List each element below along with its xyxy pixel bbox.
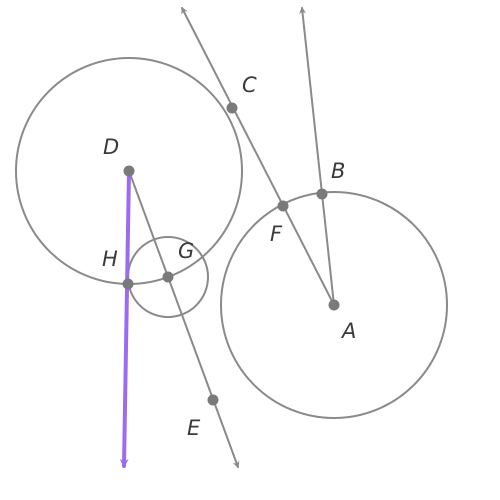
point-h[interactable] xyxy=(122,278,134,290)
label-a: A xyxy=(340,319,356,343)
ray-from-a-through-b xyxy=(299,6,335,306)
point-b[interactable] xyxy=(316,188,328,200)
label-c: C xyxy=(242,73,257,97)
label-h: H xyxy=(102,247,118,271)
highlighted-ray-from-d[interactable] xyxy=(119,169,131,468)
ray-from-d-through-g-e xyxy=(128,170,240,469)
label-g: G xyxy=(178,239,194,263)
circle-centered-a xyxy=(220,191,448,419)
label-d: D xyxy=(103,135,119,159)
line-through-c-f-a xyxy=(181,6,335,306)
point-c[interactable] xyxy=(226,102,238,114)
point-g[interactable] xyxy=(162,271,174,283)
label-b: B xyxy=(331,159,345,183)
label-e: E xyxy=(187,416,201,440)
point-e[interactable] xyxy=(207,394,219,406)
point-f[interactable] xyxy=(277,200,289,212)
point-a[interactable] xyxy=(328,299,340,311)
point-d[interactable] xyxy=(123,165,135,177)
label-f: F xyxy=(270,222,283,246)
